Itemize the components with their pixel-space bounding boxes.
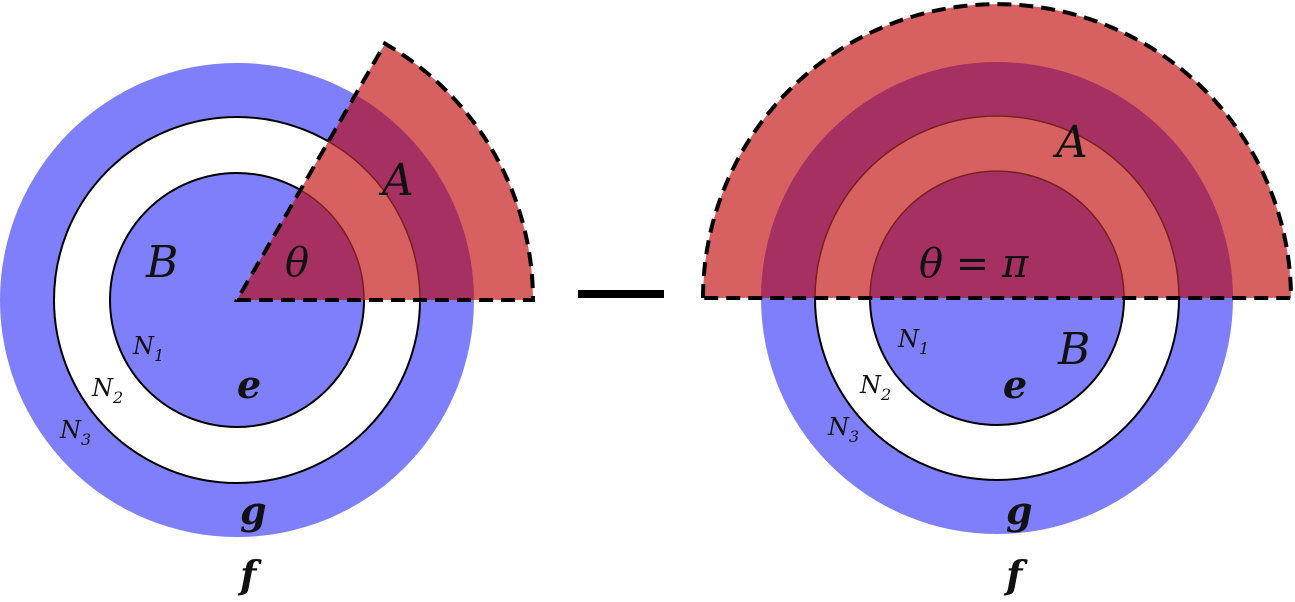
left-label-e: e [237,362,261,407]
left-wedge-arc-127 [300,189,365,301]
left-label-N1-main: N [132,332,155,360]
right-label-N2-sub: 2 [880,385,891,404]
right-label-N1-sub: 1 [919,339,929,358]
minus-operator: — [621,295,622,297]
right-label-theta-equals-pi: θ = π [919,241,1029,287]
left-label-N2-main: N [91,374,114,402]
right-label-e: e [1003,362,1027,407]
left-label-N3: N3 [59,416,91,449]
right-label-f: f [1003,552,1028,597]
left-wedge-dashed-boundary [233,40,536,302]
right-wedge-arc-182 [814,115,1180,299]
right-label-g: g [1006,488,1033,533]
left-label-B: B [145,237,178,288]
left-label-N1: N1 [132,332,164,365]
left-label-N1-sub: 1 [154,346,164,365]
right-wedge-arc-127 [869,170,1125,299]
left-figure: A B θ N1 N2 N3 e g f [0,40,536,597]
left-label-N3-main: N [59,416,82,444]
right-label-B: B [1057,324,1090,375]
right-label-N3-main: N [827,413,850,441]
right-wedge-inner [870,171,1124,298]
left-wedge-inner [237,190,365,300]
left-label-g: g [240,488,267,533]
right-label-N3-sub: 3 [849,427,859,446]
right-label-N2-main: N [859,371,882,399]
left-label-N3-sub: 3 [81,430,91,449]
left-wedge-arc-183 [328,140,421,301]
left-label-f: f [237,552,262,597]
right-label-N1: N1 [897,325,929,358]
left-label-N2: N2 [91,374,123,407]
right-label-A: A [1052,117,1088,168]
right-wedge-dashed-boundary [700,2,1294,300]
right-label-N1-main: N [897,325,920,353]
left-label-N2-sub: 2 [112,388,123,407]
left-label-theta: θ [285,240,309,286]
right-label-N3: N3 [827,413,859,446]
left-label-A: A [378,155,414,206]
right-label-N2: N2 [859,371,891,404]
right-figure: A B θ = π N1 N2 N3 e g f [700,2,1294,597]
